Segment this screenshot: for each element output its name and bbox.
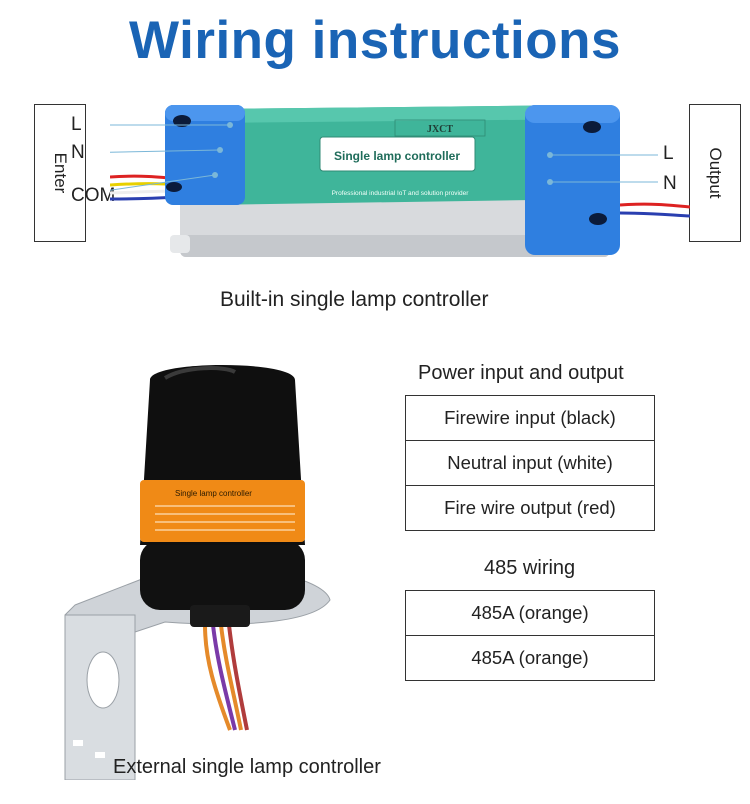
power-table: Firewire input (black) Neutral input (wh… [405, 395, 655, 531]
tagline-label: Professional industrial IoT and solution… [332, 190, 470, 197]
table-row: Firewire input (black) [406, 396, 654, 441]
external-caption: External single lamp controller [113, 756, 381, 778]
rs485-table: 485A (orange) 485A (orange) [405, 590, 655, 681]
enter-box: Enter [34, 104, 86, 242]
table-row: Fire wire output (red) [444, 497, 616, 518]
enter-label: Enter [51, 152, 70, 194]
built-in-caption: Built-in single lamp controller [220, 288, 489, 311]
table-row: Neutral input (white) [406, 441, 654, 486]
page-title: Wiring instructions [129, 11, 621, 70]
output-box: Output [689, 104, 741, 242]
built-in-controller-image: Single lamp controller JXCT Professional… [110, 105, 690, 257]
built-in-device-label: Single lamp controller [334, 149, 460, 163]
power-table-title: Power input and output [418, 362, 624, 384]
output-label: Output [706, 147, 725, 199]
output-n-label: N [663, 173, 677, 194]
external-controller-image: Single lamp controller [64, 365, 331, 780]
table-row: 485A (orange) [406, 591, 654, 636]
external-device-label: Single lamp controller [175, 489, 252, 498]
input-l-label: L [71, 114, 82, 135]
input-n-label: N [71, 142, 85, 163]
rs485-table-title: 485 wiring [484, 557, 576, 579]
output-l-label: L [663, 143, 674, 164]
brand-label: JXCT [427, 124, 453, 135]
input-com-label: COM [71, 185, 116, 206]
table-row: 485A (orange) [471, 647, 589, 668]
